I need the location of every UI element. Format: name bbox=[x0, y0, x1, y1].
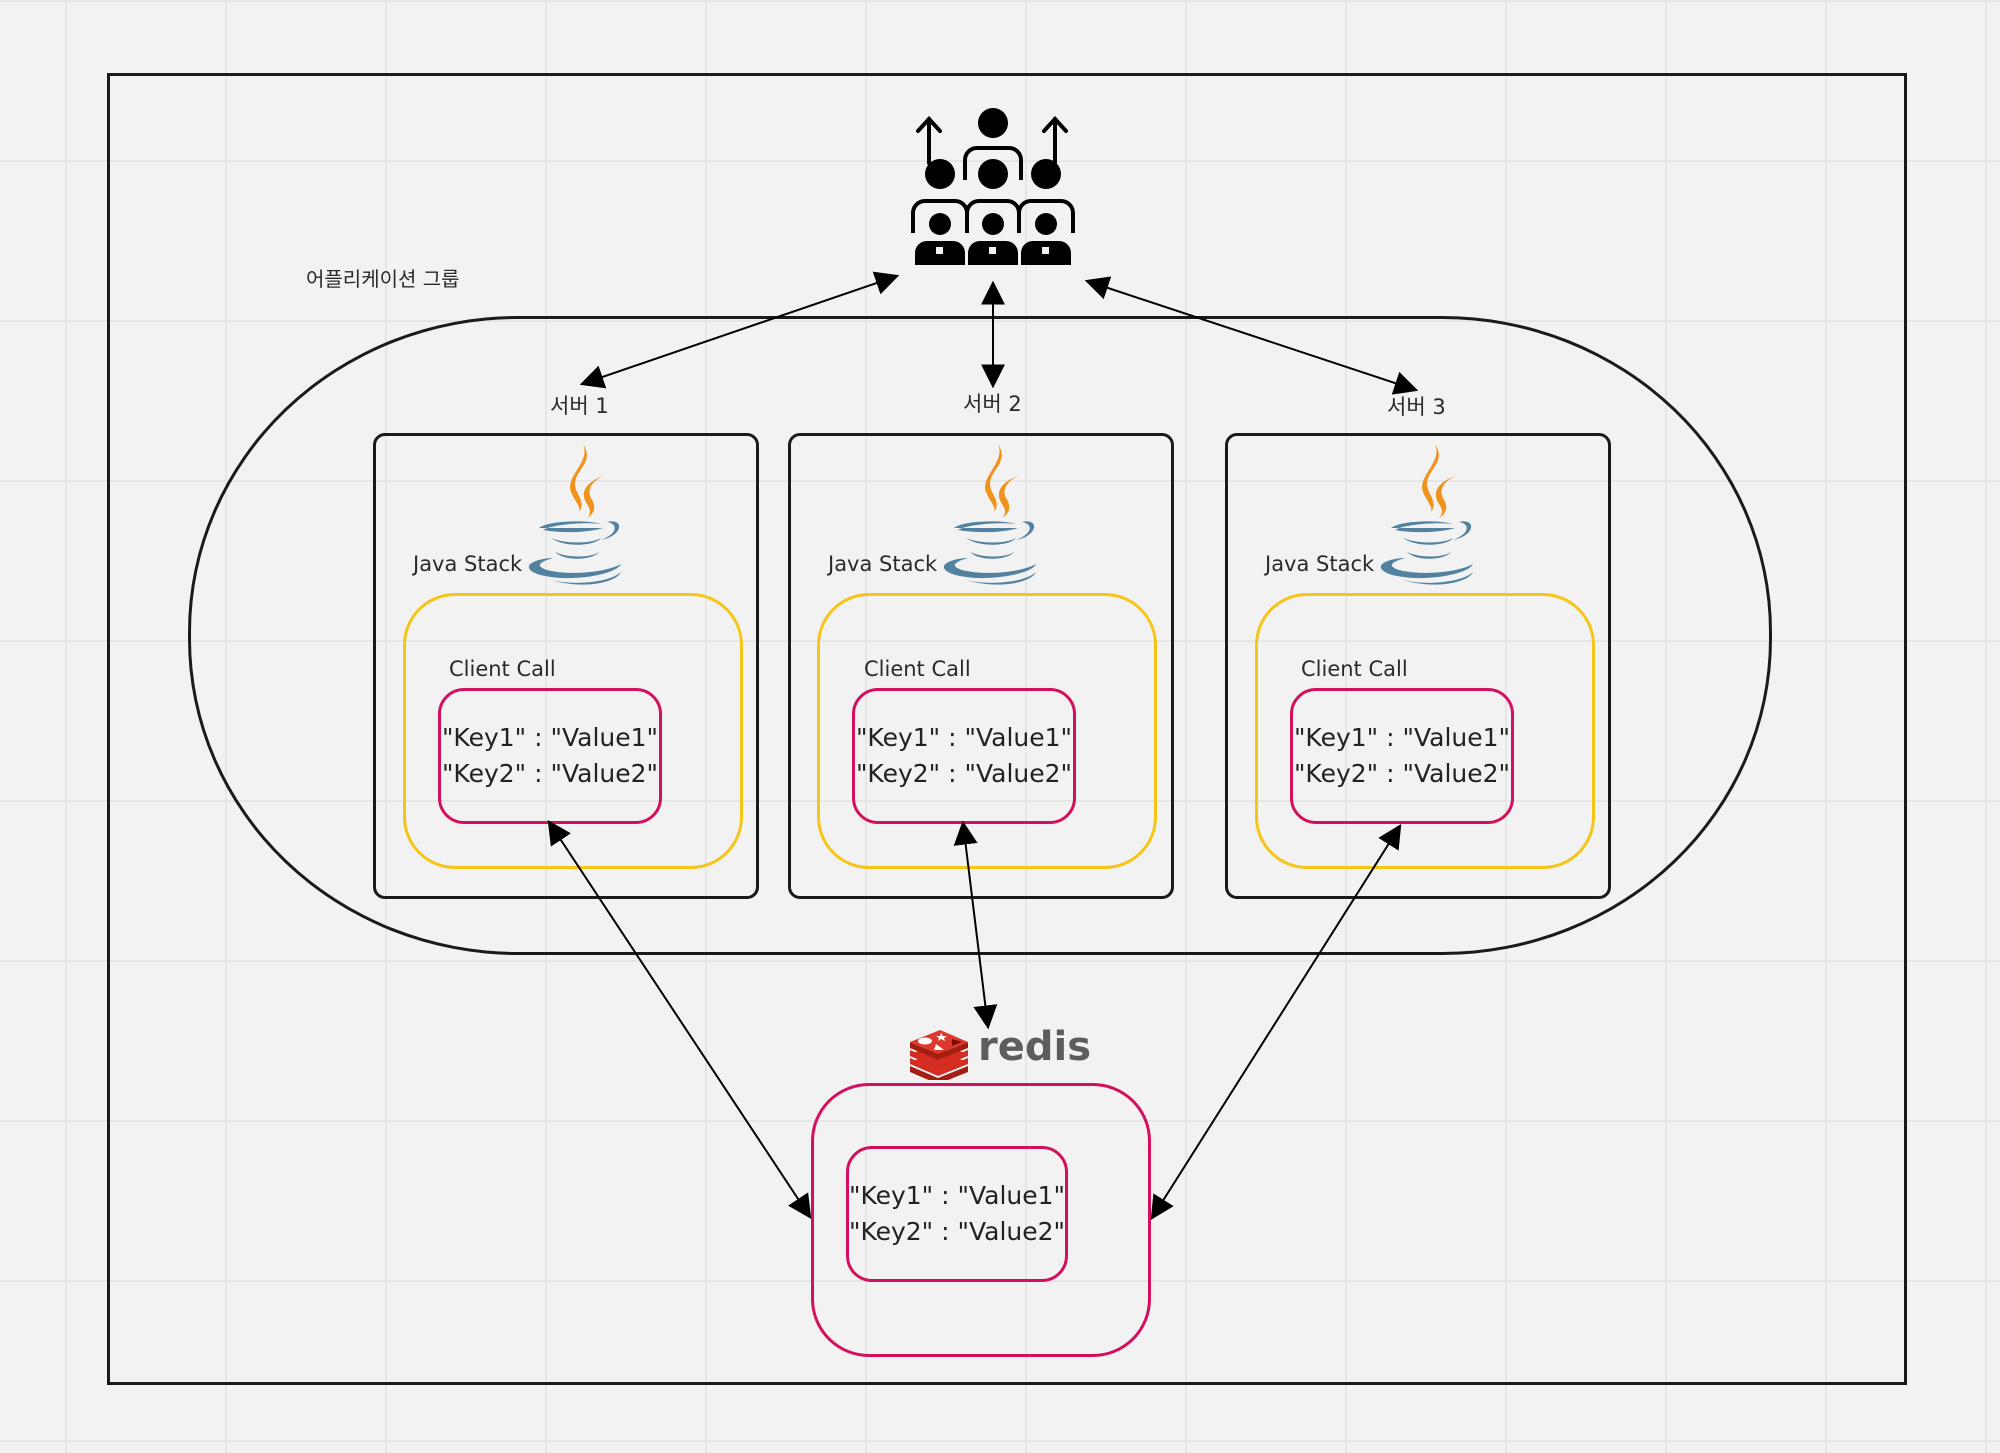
server-1-cache-box: "Key1" : "Value1" "Key2" : "Value2" bbox=[438, 688, 662, 824]
arrow-server-2-redis bbox=[953, 820, 998, 1030]
redis-logo-text: redis bbox=[978, 1024, 1092, 1070]
server-3-call-label: Client Call bbox=[1301, 657, 1408, 681]
server-3-box bbox=[1225, 433, 1611, 899]
server-1-entry-2: "Key2" : "Value2" bbox=[441, 759, 659, 788]
server-3-cache-box: "Key1" : "Value1" "Key2" : "Value2" bbox=[1290, 688, 1514, 824]
server-1-label: 서버 1 bbox=[550, 394, 609, 418]
server-2-label: 서버 2 bbox=[963, 392, 1022, 416]
arrow-users-server-1 bbox=[579, 271, 900, 389]
redis-container bbox=[811, 1083, 1151, 1357]
java-logo-icon bbox=[1380, 444, 1473, 585]
redis-entry-1: "Key1" : "Value1" bbox=[848, 1181, 1066, 1210]
application-group-label: 어플리케이션 그룹 bbox=[306, 267, 460, 291]
server-3-label: 서버 3 bbox=[1387, 395, 1446, 419]
server-1-call-label: Client Call bbox=[449, 657, 556, 681]
redis-logo-icon bbox=[910, 1030, 968, 1080]
outer-frame bbox=[107, 73, 1907, 1385]
server-3-stack-label: Java Stack bbox=[1265, 552, 1375, 576]
server-3-entry-2: "Key2" : "Value2" bbox=[1293, 759, 1511, 788]
server-2-cache-box: "Key1" : "Value1" "Key2" : "Value2" bbox=[852, 688, 1076, 824]
server-1-stack-label: Java Stack bbox=[413, 552, 523, 576]
users-group-icon bbox=[911, 108, 1075, 265]
arrow-users-server-3 bbox=[1084, 276, 1419, 395]
server-2-entry-1: "Key1" : "Value1" bbox=[855, 723, 1073, 752]
arrow-server-1-redis bbox=[547, 819, 812, 1220]
java-logo-icon bbox=[528, 444, 621, 585]
server-2-entry-2: "Key2" : "Value2" bbox=[855, 759, 1073, 788]
server-3-stack-box bbox=[1255, 593, 1595, 869]
server-2-call-label: Client Call bbox=[864, 657, 971, 681]
arrow-server-3-redis bbox=[1150, 823, 1402, 1221]
server-3-entry-1: "Key1" : "Value1" bbox=[1293, 723, 1511, 752]
redis-cache-box: "Key1" : "Value1" "Key2" : "Value2" bbox=[846, 1146, 1068, 1282]
server-2-stack-label: Java Stack bbox=[828, 552, 938, 576]
java-logo-icon bbox=[943, 444, 1036, 585]
redis-entry-2: "Key2" : "Value2" bbox=[848, 1217, 1066, 1246]
server-1-entry-1: "Key1" : "Value1" bbox=[441, 723, 659, 752]
